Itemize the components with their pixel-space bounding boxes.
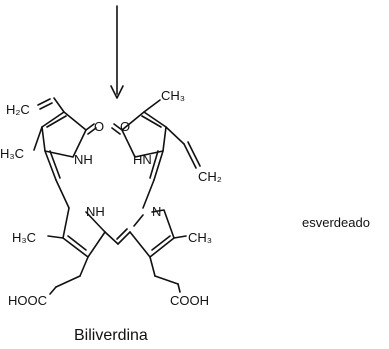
meso-bridge-bc: [104, 228, 131, 245]
methyl-bond-top-right: [143, 99, 161, 113]
vinyl-group-right: [165, 126, 201, 169]
label-nh-ring-b: NH: [86, 204, 105, 219]
methyl-bond-left: [33, 126, 43, 151]
label-acid-right: COOH: [170, 293, 209, 308]
label-hn-ring-d: HN: [133, 152, 152, 167]
meso-bridge-ab: [44, 150, 70, 209]
methyl-bond-lower-left: [47, 235, 64, 239]
label-methyl-left: H₃C: [0, 146, 24, 161]
molecule-name: Biliverdina: [74, 327, 148, 344]
color-note: esverdeado: [302, 215, 370, 230]
label-acid-left: HOOC: [8, 293, 47, 308]
label-vinyl-right: CH₂: [198, 169, 222, 184]
label-oxygen-right: O: [120, 119, 130, 134]
label-nh-ring-a: NH: [74, 152, 93, 167]
label-methyl-lower-left: H₃C: [12, 230, 36, 245]
reaction-arrow: [110, 5, 124, 99]
vinyl-group-left: [37, 97, 65, 113]
meso-bridge-cd: [142, 150, 164, 209]
propionic-chain-left: [49, 256, 89, 295]
ring-a: [41, 111, 97, 158]
ring-d: [111, 111, 167, 158]
label-methyl-lower-right: CH₃: [188, 230, 212, 245]
label-vinyl-left: H₂C: [6, 102, 30, 117]
label-methyl-top-right: CH₃: [161, 88, 185, 103]
methyl-bond-lower-right: [173, 235, 187, 239]
label-oxygen-left: O: [94, 119, 104, 134]
propionic-chain-right: [149, 256, 181, 293]
label-n-ring-c: N: [152, 204, 161, 219]
